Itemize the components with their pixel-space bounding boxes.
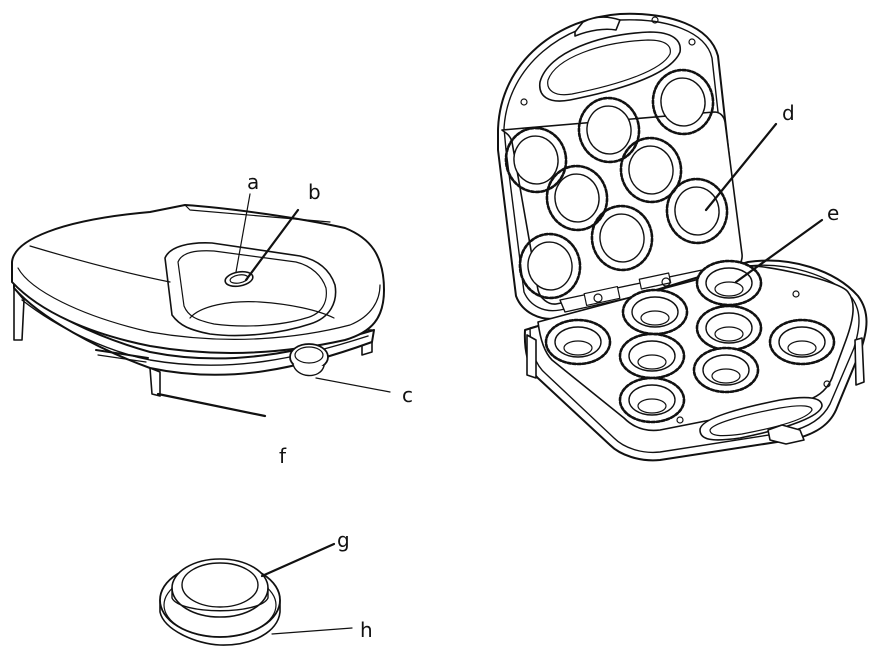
label-a: a [247, 170, 259, 194]
leader-c [315, 377, 391, 393]
leader-h [271, 627, 353, 635]
ring-accessory [159, 558, 281, 646]
lower-tart-cups [544, 259, 836, 424]
leader-d [704, 122, 778, 212]
leader-lines [156, 122, 824, 635]
label-b: b [308, 180, 321, 204]
label-g: g [337, 528, 350, 552]
label-h: h [360, 618, 373, 642]
label-d: d [782, 101, 795, 125]
leader-g [260, 542, 336, 578]
leader-a [235, 193, 251, 273]
closed-appliance [11, 204, 385, 397]
label-f: f [279, 444, 287, 468]
upper-tart-rings [504, 68, 729, 300]
leader-b [244, 208, 300, 282]
leader-f [156, 392, 267, 418]
label-e: e [827, 201, 839, 225]
label-c: c [402, 383, 413, 407]
open-appliance [497, 12, 868, 462]
leader-e [734, 218, 824, 284]
